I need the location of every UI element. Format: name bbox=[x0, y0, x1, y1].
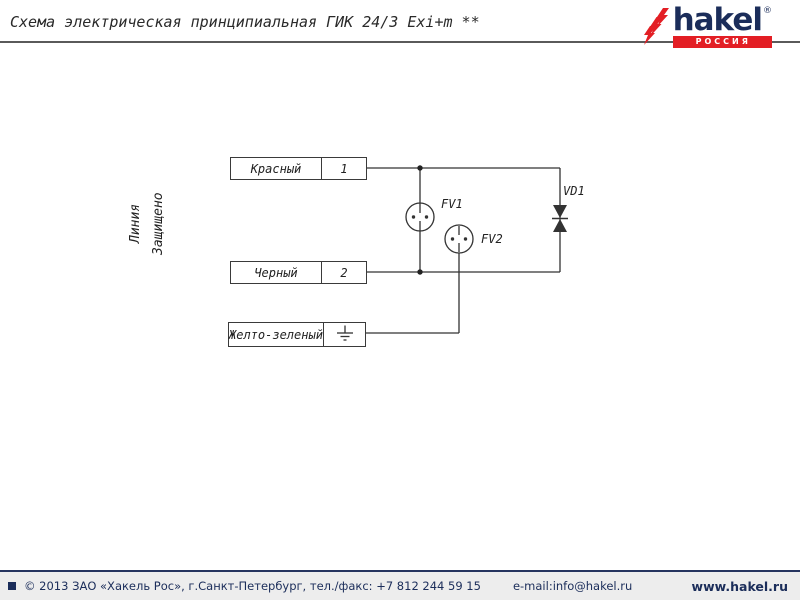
terminal-red-pin: 1 bbox=[321, 158, 366, 179]
terminal-box-black: Черный 2 bbox=[230, 261, 367, 284]
terminal-box-yellow-green: Желто-зеленый bbox=[228, 322, 366, 347]
logo-registered-mark: ® bbox=[763, 6, 772, 16]
terminal-black-label: Черный bbox=[254, 265, 298, 280]
footer-bullet bbox=[8, 582, 16, 590]
copyright-text: © 2013 ЗАО «Хакель Рос», г.Санкт-Петербу… bbox=[24, 579, 481, 593]
header-divider bbox=[0, 41, 800, 43]
logo-brand-text: hakel bbox=[672, 2, 763, 38]
terminal-box-red: Красный 1 bbox=[230, 157, 367, 180]
logo-country-banner: РОССИЯ bbox=[672, 36, 772, 49]
side-label-protected: Защищено bbox=[151, 192, 166, 255]
ground-icon bbox=[336, 325, 353, 341]
terminal-ground-cell bbox=[322, 323, 366, 346]
hakel-logo: hakel ® РОССИЯ bbox=[641, 2, 772, 49]
vd1-diode-symbol bbox=[552, 205, 568, 232]
junction-dot-top bbox=[417, 165, 423, 171]
terminal-yellow-green-label: Желто-зеленый bbox=[229, 327, 323, 342]
terminal-red-label: Красный bbox=[250, 161, 302, 176]
footer-bar: © 2013 ЗАО «Хакель Рос», г.Санкт-Петербу… bbox=[0, 570, 800, 600]
fv1-arrester-symbol bbox=[405, 202, 435, 232]
fv2-arrester-symbol bbox=[444, 224, 474, 254]
page-title: Схема электрическая принципиальная ГИК 2… bbox=[10, 13, 480, 31]
fv2-label: FV2 bbox=[481, 232, 503, 246]
vd1-label: VD1 bbox=[563, 184, 585, 198]
logo-lightning-icon bbox=[643, 8, 669, 45]
email-link[interactable]: e-mail:info@hakel.ru bbox=[512, 579, 633, 593]
junction-dot-bottom bbox=[417, 269, 423, 275]
side-label-line: Линия bbox=[128, 203, 143, 243]
terminal-black-pin: 2 bbox=[321, 262, 366, 283]
website-link[interactable]: www.hakel.ru bbox=[691, 578, 788, 594]
fv1-label: FV1 bbox=[441, 197, 463, 211]
